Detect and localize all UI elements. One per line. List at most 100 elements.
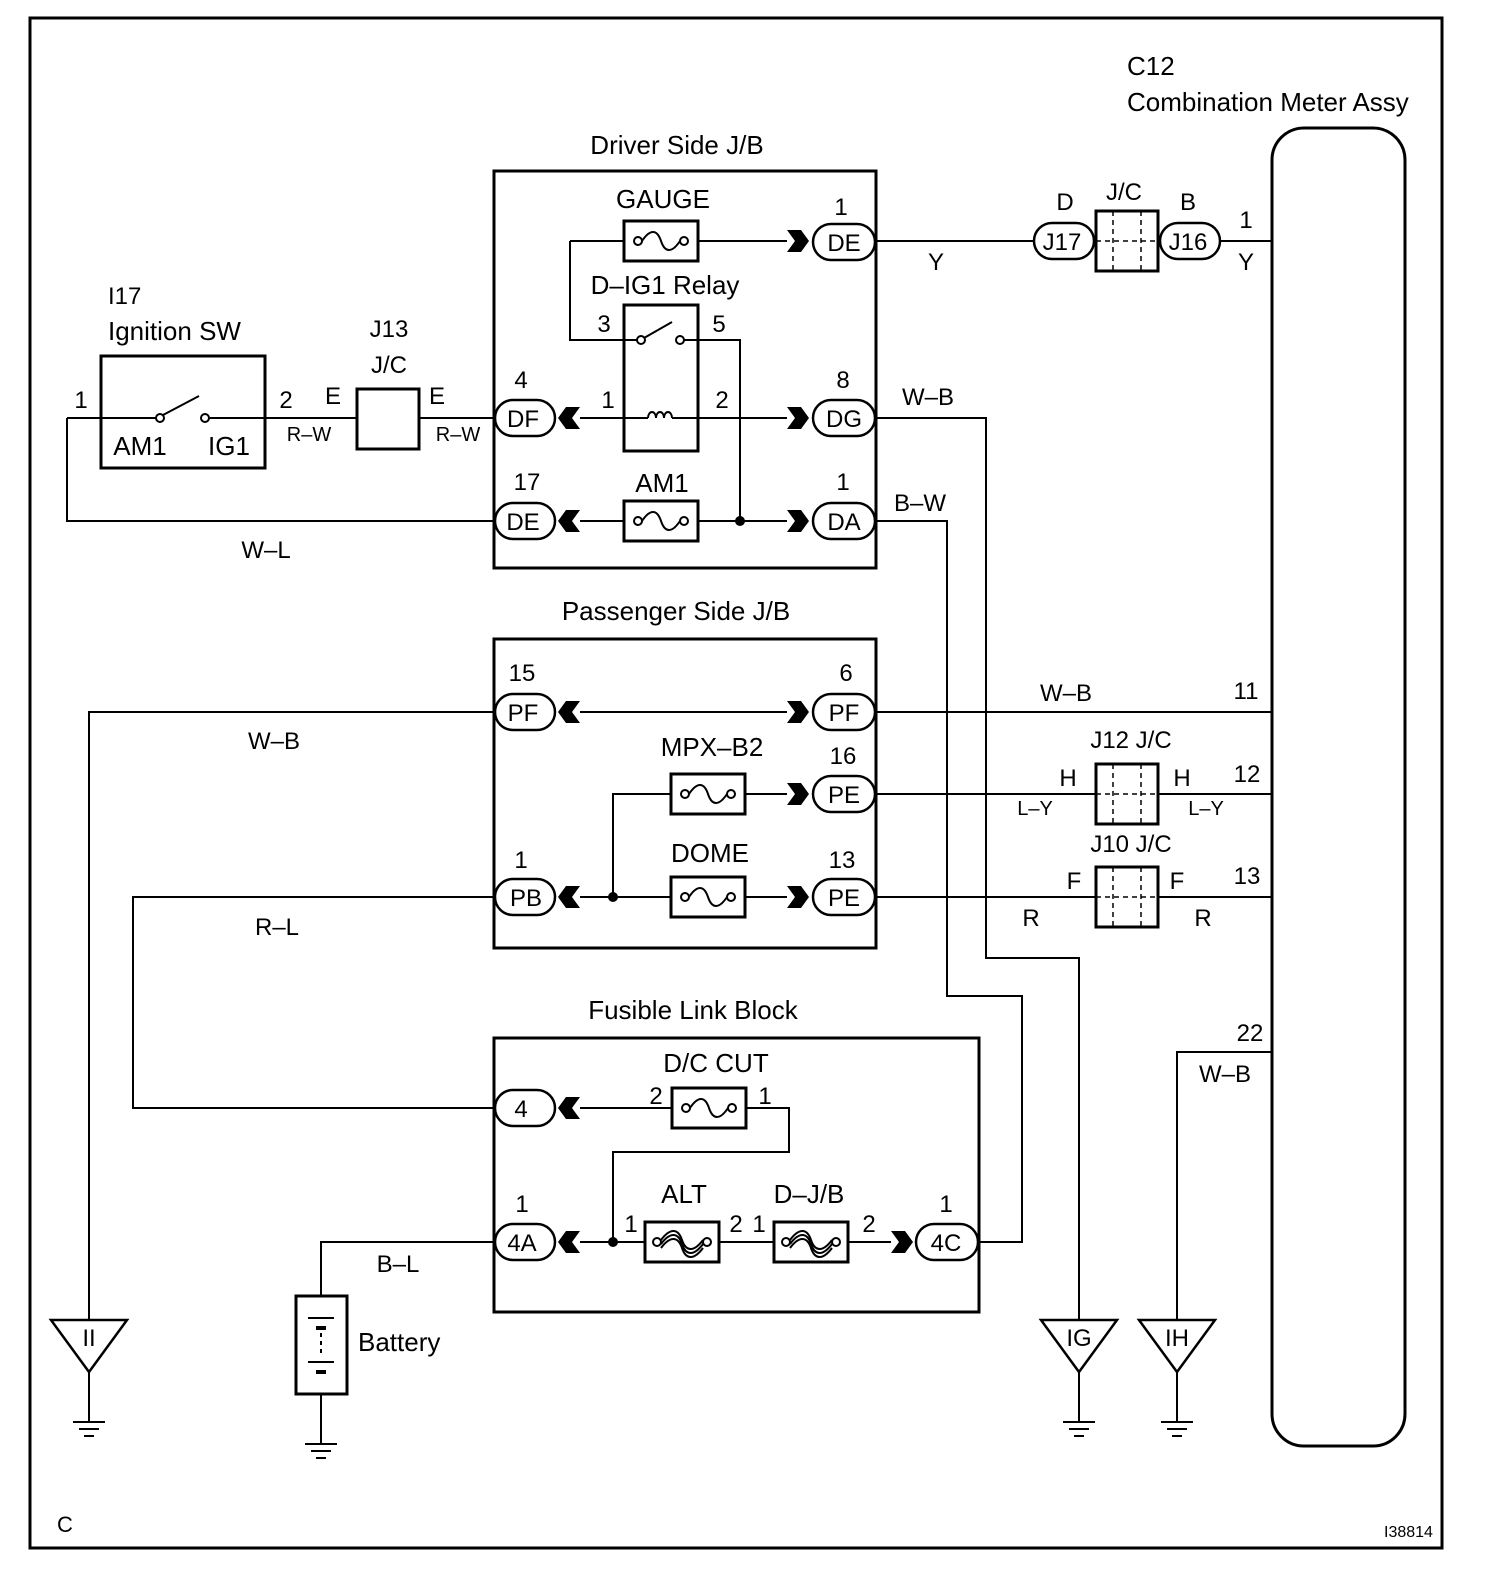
j16-label: J16 [1169, 229, 1208, 256]
j10-jc: J10 J/C F F [1067, 831, 1184, 929]
j12-right: H [1173, 765, 1190, 792]
d-ig1-relay [570, 303, 787, 453]
alt-label: ALT [661, 1179, 707, 1209]
wire-r2: R [1194, 905, 1211, 932]
ground-ii-label: II [82, 1325, 95, 1352]
connector-df-label: DF [507, 406, 539, 433]
wire-rw1: R–W [287, 424, 332, 446]
meter-code: C12 [1127, 51, 1175, 81]
driver-jb-title: Driver Side J/B [590, 130, 763, 160]
passenger-jb-title: Passenger Side J/B [562, 596, 790, 626]
ground-ii: II [48, 1318, 130, 1437]
wire-wb22: W–B [1199, 1061, 1251, 1088]
relay-coil-icon [647, 411, 673, 419]
j13-jc: J13 J/C E E [325, 316, 495, 451]
j13-type: J/C [371, 352, 407, 379]
dc-cut-pin-2: 2 [649, 1083, 662, 1110]
connector-pf-right-label: PF [829, 700, 860, 727]
jc-top: J/C D B J17 J16 [1032, 179, 1222, 273]
pin-df: 4 [514, 367, 527, 394]
djb-pin-2: 2 [862, 1211, 875, 1238]
wire-y2: Y [1238, 249, 1254, 276]
meter-pin-1: 1 [1239, 207, 1252, 234]
pin-dg: 8 [836, 367, 849, 394]
wire-bw: B–W [894, 490, 946, 517]
connector-pe-16-label: PE [828, 782, 860, 809]
pin-4c: 1 [939, 1191, 952, 1218]
ignition-switch: I17 Ignition SW AM1 IG1 1 2 [67, 283, 357, 470]
pin-pe-16: 16 [830, 743, 857, 770]
meter-name: Combination Meter Assy [1127, 87, 1409, 117]
j12-left: H [1059, 765, 1076, 792]
connector-4c-label: 4C [931, 1230, 962, 1257]
ground-ih: IH [1136, 1318, 1218, 1437]
j13-right-pin: E [429, 383, 445, 410]
driver-side-jb: Driver Side J/B GAUGE D–IG1 Relay 3 5 1 … [492, 130, 878, 570]
connector-4a-label: 4A [507, 1230, 536, 1257]
battery-icon [294, 1294, 349, 1396]
junction-dot [735, 516, 745, 526]
gauge-fuse-label: GAUGE [616, 184, 710, 214]
connector-de-in-label: DE [506, 509, 539, 536]
wire-rl: R–L [255, 914, 299, 941]
battery-ground-icon [304, 1393, 338, 1459]
pin-da: 1 [836, 469, 849, 496]
pin-pe-13: 13 [829, 847, 856, 874]
meter-pin-11: 11 [1234, 678, 1259, 705]
meter-pin-12: 12 [1234, 761, 1261, 788]
meter-pin-13: 13 [1234, 863, 1261, 890]
connector-dg-label: DG [826, 406, 862, 433]
dc-cut-label: D/C CUT [663, 1048, 769, 1078]
ignition-ig1: IG1 [208, 431, 250, 461]
wire-wl: W–L [241, 537, 290, 564]
pin-de-in: 17 [514, 469, 541, 496]
mpx-b2-fuse-icon [669, 772, 747, 816]
wire-rw2: R–W [436, 424, 481, 446]
relay-pin-2: 2 [715, 387, 728, 414]
connector-4 [493, 1088, 557, 1128]
wire-wb-pf: W–B [1040, 680, 1092, 707]
j13-code: J13 [370, 316, 409, 343]
wire-bl: B–L [377, 1251, 420, 1278]
passenger-side-jb: Passenger Side J/B MPX–B2 DOME PF 15 PF … [492, 596, 878, 950]
j13-left-pin: E [325, 383, 341, 410]
ignition-code: I17 [108, 283, 141, 310]
connector-pf-left-label: PF [508, 700, 539, 727]
fusible-title: Fusible Link Block [588, 995, 799, 1025]
connector-pe-13-label: PE [828, 885, 860, 912]
junction-dot [608, 1237, 618, 1247]
connector-de-out-label: DE [827, 230, 860, 257]
ground-icon [1062, 1371, 1096, 1437]
jc-top-left-label: D [1056, 189, 1073, 216]
alt-pin-2: 2 [729, 1211, 742, 1238]
junction-dot [608, 892, 618, 902]
ignition-pin-1: 1 [74, 387, 87, 414]
pin-pf-left: 15 [509, 660, 536, 687]
wire-r1: R [1022, 905, 1039, 932]
relay-label: D–IG1 Relay [591, 270, 740, 300]
ground-ih-label: IH [1165, 1325, 1189, 1352]
pin-de-out: 1 [834, 194, 847, 221]
connector-4c [914, 1222, 980, 1262]
fusible-link-block: Fusible Link Block D/C CUT 2 1 ALT 1 2 D… [492, 995, 981, 1314]
dome-label: DOME [671, 838, 749, 868]
footer-letter: C [57, 1512, 73, 1537]
relay-pin-3: 3 [597, 311, 610, 338]
j12-jc: J12 J/C H H [1059, 727, 1191, 826]
j10-left: F [1067, 868, 1082, 895]
meter-pin-22: 22 [1237, 1020, 1264, 1047]
am1-fuse-label: AM1 [635, 468, 688, 498]
djb-label: D–J/B [774, 1179, 845, 1209]
wire-ly2: L–Y [1188, 798, 1224, 820]
ground-icon [1160, 1371, 1194, 1437]
connector-pb-label: PB [510, 885, 542, 912]
pin-pf-right: 6 [839, 660, 852, 687]
ground-icon [72, 1371, 106, 1437]
pin-pb: 1 [514, 847, 527, 874]
outer-frame [28, 16, 1444, 1550]
footer-code: I38814 [1384, 1524, 1433, 1541]
ignition-am1: AM1 [113, 431, 166, 461]
j12-title: J12 J/C [1090, 727, 1171, 754]
ignition-pin-2: 2 [279, 387, 292, 414]
ignition-name: Ignition SW [108, 316, 241, 346]
